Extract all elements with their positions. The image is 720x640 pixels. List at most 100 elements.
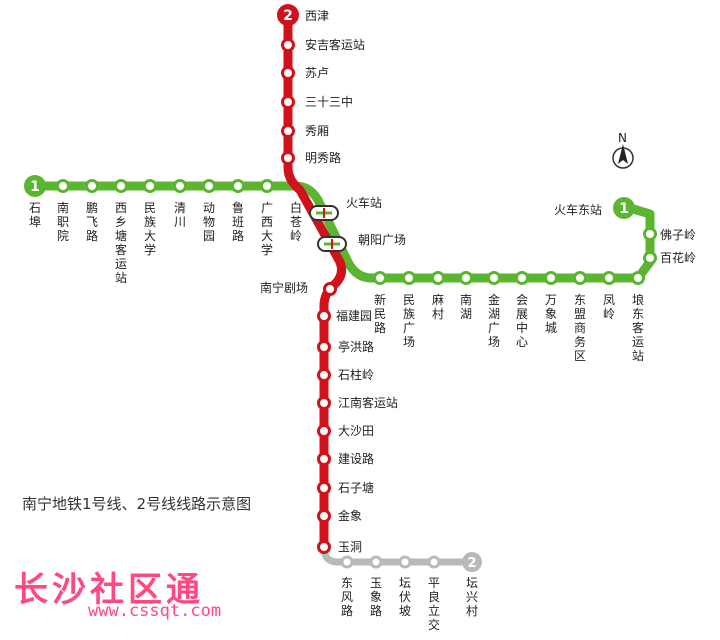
line2-badge-north: 2 (277, 4, 299, 26)
station-fengling[interactable] (602, 271, 616, 285)
label-huizhanzhongxin: 会展中心 (515, 293, 528, 349)
line1-stations (56, 179, 657, 285)
label-guangxidaxue: 广西大学 (260, 201, 273, 257)
watermark-logo: 长沙社区通 (14, 570, 204, 610)
map-caption: 南宁地铁1号线、2号线线路示意图 (22, 495, 252, 513)
station-tinghonglu[interactable] (317, 340, 331, 354)
label-shibu: 石埠 (28, 201, 41, 229)
station-nanzhiyuan[interactable] (56, 179, 70, 193)
station-baihualing[interactable] (643, 251, 657, 265)
station-jiangnankeyunzhan[interactable] (317, 396, 331, 410)
label-huochedongzhan: 火车东站 (554, 203, 603, 217)
station-minzudaxue[interactable] (143, 179, 157, 193)
station-shizitang[interactable] (317, 481, 331, 495)
interchange-chaoyangguangchang[interactable] (317, 236, 347, 252)
label-nanhu: 南湖 (459, 293, 472, 321)
label-tanxingcun: 坛兴村 (465, 576, 478, 618)
station-jinxiang[interactable] (317, 509, 331, 523)
label-macun: 麻村 (431, 293, 444, 321)
station-macun[interactable] (431, 271, 445, 285)
station-qingchuan[interactable] (173, 179, 187, 193)
station-dongmengshangwuqu[interactable] (573, 271, 587, 285)
station-foziling[interactable] (643, 227, 657, 241)
label-dongmengshangwuqu: 东盟商务区 (573, 293, 586, 363)
svg-text:1: 1 (30, 179, 40, 195)
label-minzudaxue: 民族大学 (143, 201, 156, 257)
label-dongfenglu: 东风路 (340, 576, 353, 618)
label-xinminlu: 新民路 (373, 293, 386, 335)
svg-text:2: 2 (467, 556, 476, 571)
label-xiuxiang: 秀厢 (305, 124, 330, 138)
label-huochezhan: 火车站 (346, 196, 383, 210)
label-pingliangliji: 平良立交 (427, 576, 440, 632)
station-shizhuling[interactable] (317, 368, 331, 382)
station-lubanlu[interactable] (231, 179, 245, 193)
station-nanningjuchang[interactable] (323, 282, 337, 296)
label-pengfeilu: 鹏飞路 (85, 201, 98, 243)
label-shizhuling: 石柱岭 (338, 368, 375, 382)
station-yuxianglu[interactable] (369, 555, 383, 569)
station-fujianyuan[interactable] (317, 309, 331, 323)
label-dashatian: 大沙田 (338, 424, 375, 438)
station-xiuxiang[interactable] (281, 124, 295, 138)
line2-extension-stations (340, 555, 441, 569)
label-lubanlu: 鲁班路 (231, 201, 244, 243)
label-shizitang: 石子塘 (338, 481, 375, 495)
line2-badge-extension: 2 (462, 552, 482, 572)
label-minzuguangchang: 民族广场 (402, 293, 415, 349)
station-yudong[interactable] (317, 540, 331, 554)
label-baicangling: 白苍岭 (289, 201, 302, 243)
label-langdongkeyunzhan: 埌东客运站 (631, 293, 644, 363)
label-fengling: 凤岭 (602, 293, 615, 321)
label-tanfupo: 坛伏坡 (398, 576, 411, 618)
label-chaoyangguangchang: 朝阳广场 (358, 233, 407, 247)
station-sanshisanzhong[interactable] (281, 95, 295, 109)
station-mingxiulu[interactable] (281, 151, 295, 165)
station-dongfenglu[interactable] (340, 555, 354, 569)
station-pengfeilu[interactable] (85, 179, 99, 193)
label-nanzhiyuan: 南职院 (56, 201, 69, 243)
line1-badge-west: 1 (24, 175, 46, 197)
station-wanxiangcheng[interactable] (544, 271, 558, 285)
label-nanningjuchang: 南宁剧场 (260, 281, 309, 295)
label-wanxiangcheng: 万象城 (544, 293, 557, 335)
svg-text:2: 2 (283, 8, 293, 24)
station-pingliangliji[interactable] (427, 555, 441, 569)
north-label: N (618, 131, 627, 145)
line1-badge-east: 1 (613, 197, 635, 219)
station-nanhu[interactable] (459, 271, 473, 285)
station-jianshelu[interactable] (317, 452, 331, 466)
label-yuxianglu: 玉象路 (369, 576, 382, 618)
label-baihualing: 百花岭 (660, 251, 697, 265)
label-anjikeyunzhan: 安吉客运站 (305, 38, 366, 52)
interchange-huochezhan[interactable] (309, 205, 339, 221)
label-xixiangtang: 西乡塘客运站 (114, 201, 127, 285)
station-guangxidaxue[interactable] (260, 179, 274, 193)
station-xinminlu[interactable] (373, 271, 387, 285)
svg-text:1: 1 (619, 201, 629, 217)
label-qingchuan: 清川 (173, 201, 186, 229)
station-jinhuguangchang[interactable] (487, 271, 501, 285)
station-xixiangtang[interactable] (114, 179, 128, 193)
north-arrow-icon (612, 144, 634, 169)
label-jianshelu: 建设路 (338, 452, 375, 466)
station-langdongkeyunzhan[interactable] (631, 271, 645, 285)
station-minzuguangchang[interactable] (402, 271, 416, 285)
station-tanfupo[interactable] (398, 555, 412, 569)
station-sulu[interactable] (281, 66, 295, 80)
label-dongwuyuan: 动物园 (202, 201, 215, 243)
label-tinghonglu: 亭洪路 (338, 340, 375, 354)
label-mingxiulu: 明秀路 (305, 151, 342, 165)
label-xijin: 西津 (305, 9, 330, 23)
station-anjikeyunzhan[interactable] (281, 38, 295, 52)
station-dashatian[interactable] (317, 424, 331, 438)
watermark-url: www.cssqt.com (88, 601, 222, 621)
station-huizhanzhongxin[interactable] (515, 271, 529, 285)
line2-track (283, 14, 346, 548)
line2-stations (281, 38, 337, 554)
label-jinxiang: 金象 (338, 509, 363, 523)
label-jiangnankeyunzhan: 江南客运站 (338, 396, 399, 410)
label-fujianyuan: 福建园 (336, 309, 373, 323)
station-dongwuyuan[interactable] (202, 179, 216, 193)
